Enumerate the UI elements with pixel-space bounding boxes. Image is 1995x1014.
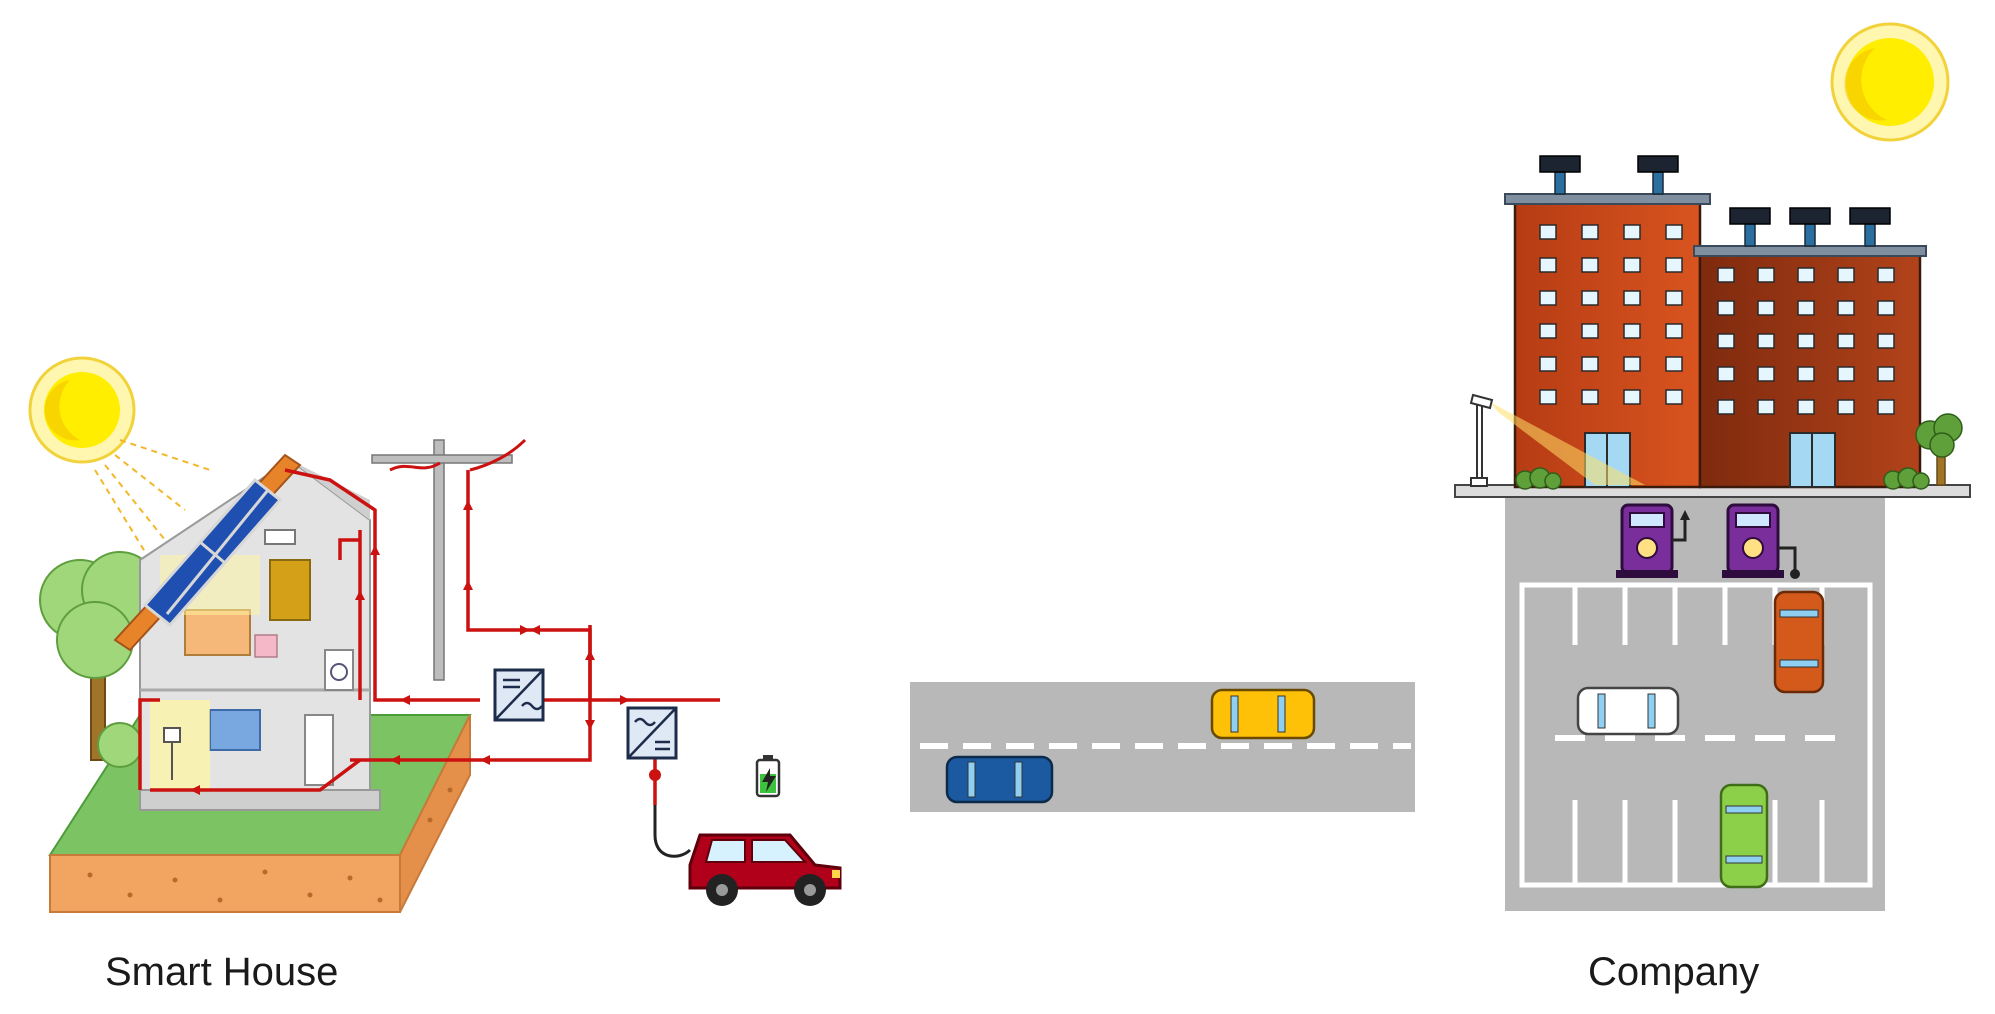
street-lamp-icon: [1469, 393, 1645, 487]
car-yellow: [1210, 688, 1316, 740]
inverter-icon: [493, 668, 545, 722]
house-body: [139, 458, 381, 811]
window: [1581, 224, 1599, 240]
window: [1665, 356, 1683, 372]
car-blue: [945, 755, 1054, 804]
road-group: [910, 682, 1415, 812]
window: [1539, 224, 1557, 240]
office-building-short: [1693, 245, 1927, 489]
smart-house-group: [28, 356, 842, 913]
rooftop-panel: [1637, 155, 1679, 195]
window: [1665, 389, 1683, 405]
window: [1665, 290, 1683, 306]
window: [1539, 323, 1557, 339]
office-building-tall: [1504, 193, 1711, 489]
window: [1837, 267, 1855, 283]
window: [1877, 333, 1895, 349]
window: [1877, 267, 1895, 283]
home-electric-car: [688, 833, 842, 906]
window: [1539, 257, 1557, 273]
window: [1581, 257, 1599, 273]
road-dashes: [920, 743, 1411, 749]
solar-panel-icon: [113, 453, 302, 652]
shrubs: [1515, 467, 1930, 490]
battery-charging-icon: [755, 755, 781, 798]
window: [1665, 224, 1683, 240]
window: [1797, 300, 1815, 316]
utility-pole-icon: [371, 438, 527, 681]
window: [1757, 333, 1775, 349]
parking-lot: [1505, 493, 1885, 911]
window: [1717, 366, 1735, 382]
sun-icon: [28, 356, 136, 464]
rooftop-panel: [1729, 207, 1771, 247]
window: [1717, 333, 1735, 349]
window: [1717, 399, 1735, 415]
rooftop-panel: [1539, 155, 1581, 195]
window: [1797, 333, 1815, 349]
parking-dashes: [1555, 735, 1835, 741]
rooftop-panel: [1789, 207, 1831, 247]
window: [1837, 300, 1855, 316]
window: [1877, 399, 1895, 415]
window: [1665, 257, 1683, 273]
window: [1837, 366, 1855, 382]
window: [1717, 267, 1735, 283]
window: [1623, 389, 1641, 405]
window: [1877, 366, 1895, 382]
window: [1797, 267, 1815, 283]
window: [1623, 257, 1641, 273]
solar-panel-icon: [1539, 155, 1891, 247]
window: [1623, 290, 1641, 306]
car-white: [1576, 686, 1680, 736]
window: [1757, 399, 1775, 415]
ev-charging-station-icon: [1616, 503, 1690, 578]
company-group: [1454, 22, 1971, 911]
window: [1797, 399, 1815, 415]
window: [1581, 389, 1599, 405]
grid-wiring: [466, 470, 720, 858]
window: [1757, 300, 1775, 316]
window: [1717, 300, 1735, 316]
window: [1581, 290, 1599, 306]
window: [1623, 323, 1641, 339]
window-grid-tall: [1539, 224, 1683, 405]
window-grid-short: [1717, 267, 1895, 415]
window: [1539, 389, 1557, 405]
ev-charging-station-icon: [1722, 503, 1800, 579]
inverter-icon: [626, 706, 678, 760]
window: [1539, 290, 1557, 306]
car-green: [1719, 783, 1769, 889]
car-orange: [1773, 590, 1825, 694]
sun-rays: [94, 439, 211, 561]
window: [1757, 366, 1775, 382]
window: [1877, 300, 1895, 316]
flow-arrows: [190, 500, 661, 795]
sun-icon: [1830, 22, 1950, 142]
window: [1837, 333, 1855, 349]
window: [1665, 323, 1683, 339]
window: [1757, 267, 1775, 283]
window: [1539, 356, 1557, 372]
rooftop-panel: [1849, 207, 1891, 247]
window: [1623, 224, 1641, 240]
window: [1837, 399, 1855, 415]
tree-icon: [1915, 413, 1963, 486]
smart-house-label: Smart House: [105, 950, 339, 994]
company-label: Company: [1588, 950, 1760, 994]
window: [1581, 356, 1599, 372]
window: [1797, 366, 1815, 382]
window: [1623, 356, 1641, 372]
window: [1581, 323, 1599, 339]
